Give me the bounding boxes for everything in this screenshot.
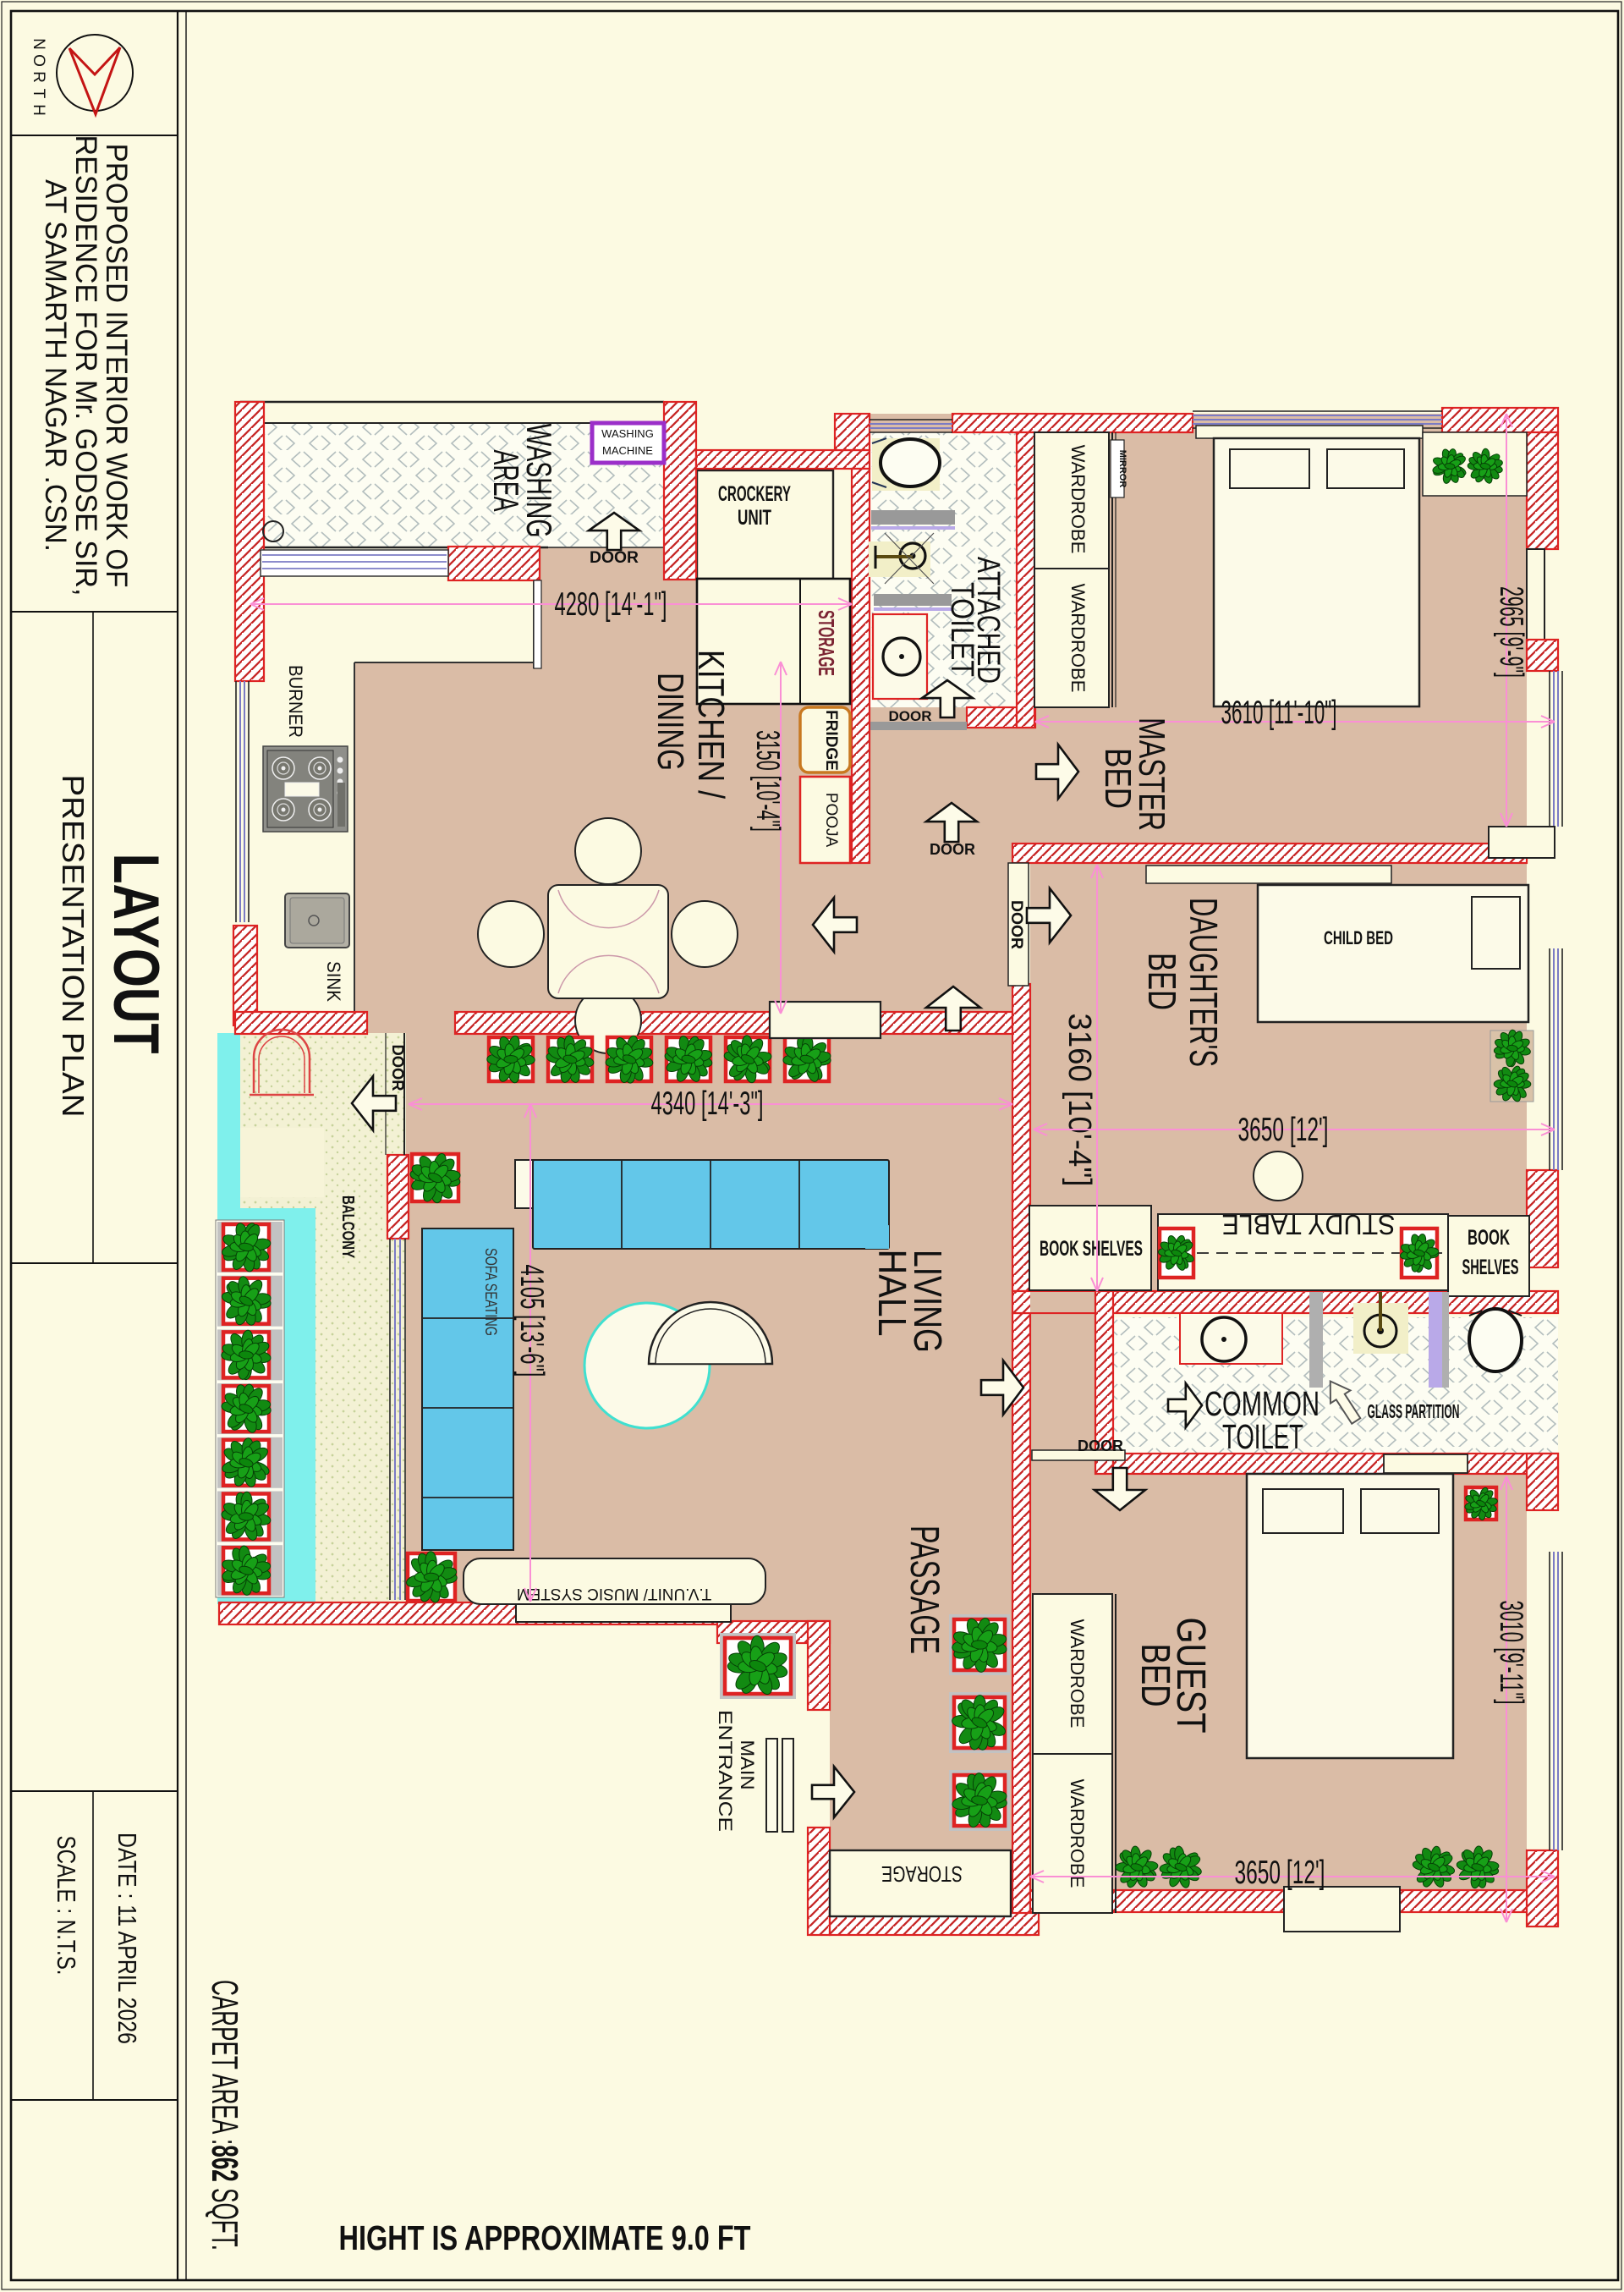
svg-text:DATE : 11 APRIL 2026: DATE : 11 APRIL 2026 (112, 1833, 142, 2044)
svg-text:FRIDGE: FRIDGE (822, 710, 840, 771)
svg-text:4340 [14'-3"]: 4340 [14'-3"] (651, 1086, 764, 1122)
svg-text:TOILET: TOILET (1222, 1417, 1303, 1456)
svg-text:KITCHEN /: KITCHEN / (690, 650, 732, 800)
svg-text:COMMON: COMMON (1204, 1384, 1320, 1423)
svg-text:HIGHT IS APPROXIMATE 9.0 FT: HIGHT IS APPROXIMATE 9.0 FT (339, 2218, 751, 2257)
svg-text:N: N (30, 38, 47, 50)
svg-text:MAIN: MAIN (737, 1740, 758, 1790)
svg-text:3650 [12']: 3650 [12'] (1235, 1855, 1325, 1891)
svg-text:SCALE : N.T.S.: SCALE : N.T.S. (52, 1836, 81, 1976)
svg-text:STUDY TABLE: STUDY TABLE (1222, 1209, 1396, 1240)
svg-text:CROCKERY: CROCKERY (718, 482, 791, 506)
svg-text:3160 [10'-4"]: 3160 [10'-4"] (1062, 1014, 1097, 1187)
svg-text:3010 [9'-11"]: 3010 [9'-11"] (1493, 1601, 1529, 1705)
svg-text:SHELVES: SHELVES (1462, 1256, 1519, 1279)
svg-text:BED: BED (1097, 748, 1138, 809)
svg-text:WARDROBE: WARDROBE (1067, 1779, 1088, 1888)
svg-text:GUEST: GUEST (1168, 1618, 1213, 1734)
svg-text:WASHING: WASHING (519, 424, 559, 538)
svg-text:MASTER: MASTER (1131, 717, 1172, 831)
svg-text:T.V.UNIT/ MUSIC SYSTEM: T.V.UNIT/ MUSIC SYSTEM (517, 1585, 712, 1602)
svg-text:DOOR: DOOR (1078, 1437, 1123, 1454)
svg-text:WASHING: WASHING (601, 427, 654, 440)
svg-text:BED: BED (1133, 1644, 1177, 1707)
svg-text:LAYOUT: LAYOUT (100, 854, 172, 1054)
svg-text:HALL: HALL (870, 1250, 914, 1337)
svg-text:DINING: DINING (650, 673, 691, 771)
svg-text:GLASS PARTITION: GLASS PARTITION (1368, 1400, 1460, 1422)
svg-text:STORAGE: STORAGE (814, 610, 839, 676)
svg-text:POOJA: POOJA (822, 793, 840, 848)
svg-text:3150 [10'-4"]: 3150 [10'-4"] (749, 730, 786, 832)
svg-text:WARDROBE: WARDROBE (1067, 584, 1089, 693)
svg-text:WARDROBE: WARDROBE (1067, 445, 1089, 554)
svg-text:DOOR: DOOR (388, 1045, 406, 1091)
svg-text:BED: BED (1140, 953, 1184, 1010)
svg-text:PRESENTATION PLAN: PRESENTATION PLAN (56, 775, 91, 1118)
svg-text:MIRROR: MIRROR (1117, 450, 1127, 488)
svg-text:BURNER: BURNER (285, 665, 306, 738)
svg-text:ENTRANCE: ENTRANCE (715, 1710, 736, 1832)
svg-text:DOOR: DOOR (930, 841, 975, 858)
svg-text:DOOR: DOOR (590, 549, 639, 567)
svg-text:DAUGHTER'S: DAUGHTER'S (1182, 898, 1226, 1067)
svg-text:BOOK: BOOK (1468, 1226, 1510, 1250)
svg-text:CARPET AREA :862 SQFT.: CARPET AREA :862 SQFT. (204, 1980, 245, 2251)
svg-text:PROPOSED INTERIOR WORK OF: PROPOSED INTERIOR WORK OF (100, 144, 133, 588)
svg-text:LIVING: LIVING (906, 1250, 950, 1353)
svg-text:CHILD BED: CHILD BED (1324, 927, 1393, 948)
svg-text:AREA: AREA (486, 450, 526, 512)
svg-text:3650 [12']: 3650 [12'] (1238, 1112, 1329, 1148)
svg-text:WARDROBE: WARDROBE (1067, 1619, 1088, 1729)
svg-text:SINK: SINK (323, 961, 344, 1002)
svg-text:DOOR: DOOR (1007, 900, 1025, 949)
svg-text:O: O (30, 54, 47, 67)
svg-text:2965 [9'-9"]: 2965 [9'-9"] (1493, 586, 1529, 678)
svg-text:AT SAMARTH NAGAR .CSN.: AT SAMARTH NAGAR .CSN. (39, 179, 72, 552)
svg-text:MACHINE: MACHINE (602, 444, 653, 457)
svg-text:3610 [11'-10"]: 3610 [11'-10"] (1221, 695, 1337, 731)
svg-text:T: T (30, 89, 47, 99)
svg-text:4280 [14'-1"]: 4280 [14'-1"] (555, 586, 667, 623)
svg-text:H: H (30, 104, 47, 116)
svg-text:RESIDENCE FOR Mr. GODSE SIR,: RESIDENCE FOR Mr. GODSE SIR, (69, 135, 102, 596)
svg-text:TOILET: TOILET (944, 582, 979, 677)
svg-text:BOOK SHELVES: BOOK SHELVES (1040, 1237, 1143, 1261)
svg-text:SOFA SEATING: SOFA SEATING (481, 1248, 499, 1336)
svg-text:R: R (30, 71, 47, 83)
svg-text:STORAGE: STORAGE (881, 1861, 963, 1887)
svg-text:DOOR: DOOR (889, 708, 932, 724)
svg-text:ATTACHED: ATTACHED (970, 557, 1006, 684)
svg-text:4105 [13'-6"]: 4105 [13'-6"] (513, 1265, 550, 1377)
svg-text:PASSAGE: PASSAGE (902, 1525, 946, 1654)
svg-text:UNIT: UNIT (738, 506, 771, 530)
svg-text:BALCONY: BALCONY (338, 1195, 357, 1258)
